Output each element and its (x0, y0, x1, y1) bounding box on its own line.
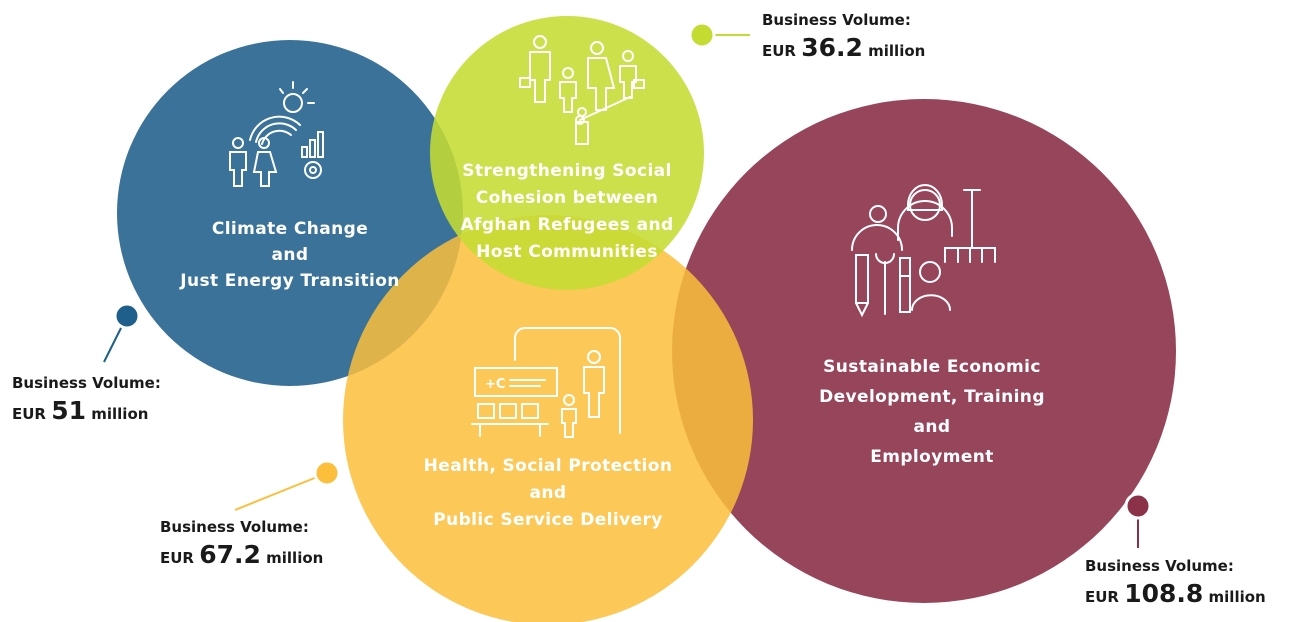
climate-volume-value: EUR 51 million (12, 394, 161, 431)
economic-volume-label: Business Volume: (1085, 557, 1234, 575)
health-volume-label: Business Volume: (160, 518, 309, 536)
social-cohesion-label: Strengthening Social Cohesion between Af… (437, 158, 697, 266)
climate-label-line-2: and (271, 245, 309, 265)
health-label-line-2: and (529, 483, 567, 503)
climate-label-line-1: Climate Change (211, 219, 369, 239)
climate-circle (117, 40, 463, 386)
currency: EUR (1085, 588, 1119, 606)
health-circle (343, 215, 753, 622)
currency: EUR (12, 405, 46, 423)
climate-volume: Business Volume: EUR 51 million (12, 372, 161, 431)
social-cohesion-pin (688, 21, 750, 49)
climate-label: Climate Change and Just Energy Transitio… (160, 216, 420, 294)
economic-label-line-1: Sustainable Economic (823, 357, 1041, 377)
health-pin (234, 459, 341, 511)
economic-label: Sustainable Economic Development, Traini… (792, 352, 1072, 472)
social-cohesion-volume-label: Business Volume: (762, 11, 911, 29)
svg-text:+C: +C (485, 377, 505, 392)
unit: million (1208, 588, 1266, 606)
social-cohesion-volume-value: EUR 36.2 million (762, 31, 925, 68)
refugee-family-barrier-icon (519, 35, 645, 145)
climate-volume-label: Business Volume: (12, 374, 161, 392)
health-volume-value: EUR 67.2 million (160, 538, 323, 575)
social-cohesion-label-line-4: Host Communities (476, 242, 658, 262)
currency: EUR (160, 549, 194, 567)
climate-label-line-3: Just Energy Transition (180, 271, 400, 291)
social-cohesion-label-line-3: Afghan Refugees and (460, 215, 674, 235)
people-sun-rainbow-gear-icon (229, 81, 324, 187)
health-label: Health, Social Protection and Public Ser… (408, 453, 688, 534)
economic-label-line-2: Development, Training (819, 387, 1045, 407)
economic-label-line-3: and (913, 417, 951, 437)
economic-label-line-4: Employment (870, 447, 994, 467)
unit: million (266, 549, 324, 567)
currency: EUR (762, 42, 796, 60)
volume-amount: 67.2 (199, 540, 261, 569)
social-cohesion-volume: Business Volume: EUR 36.2 million (762, 9, 925, 68)
social-cohesion-label-line-2: Cohesion between (475, 188, 659, 208)
health-label-line-3: Public Service Delivery (433, 510, 663, 530)
volume-amount: 108.8 (1124, 579, 1204, 608)
unit: million (868, 42, 926, 60)
volume-amount: 51 (51, 396, 87, 425)
economic-volume-value: EUR 108.8 million (1085, 577, 1266, 614)
health-volume: Business Volume: EUR 67.2 million (160, 516, 323, 575)
unit: million (91, 405, 149, 423)
clinic-waiting-room-icon: +C (471, 327, 621, 438)
climate-pin (103, 302, 141, 363)
economic-circle (672, 99, 1176, 603)
social-cohesion-label-line-1: Strengthening Social (462, 161, 672, 181)
social-cohesion-circle (430, 16, 704, 290)
workers-tools-icon (851, 184, 996, 318)
economic-volume: Business Volume: EUR 108.8 million (1085, 555, 1266, 614)
volume-amount: 36.2 (801, 33, 863, 62)
health-label-line-1: Health, Social Protection (423, 456, 673, 476)
economic-pin (1124, 492, 1152, 548)
